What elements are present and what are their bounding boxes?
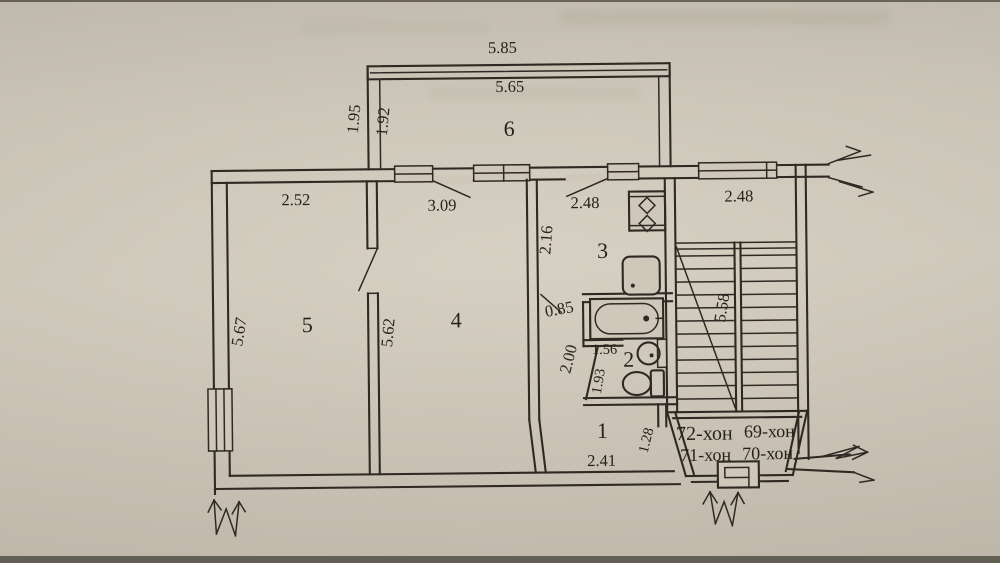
window-icon <box>697 161 778 180</box>
room-number-bathroom: 2 <box>623 347 634 372</box>
stair-diagonal <box>675 246 737 409</box>
watermark-smudge <box>560 10 890 26</box>
apartment-label-72: 72-хон <box>676 423 733 446</box>
wash-basin-icon <box>636 338 668 369</box>
room-number-room5: 5 <box>302 312 313 337</box>
window-icon <box>606 162 640 181</box>
room5-room4-wall <box>357 180 381 476</box>
dim-bath-passage: 0.85 <box>543 297 575 321</box>
break-arrow-icon <box>827 145 874 198</box>
watermark-smudge <box>430 88 640 100</box>
hallway-nook-wall <box>657 403 668 428</box>
toilet-icon <box>621 369 666 398</box>
dim-kitchen-width: 2.48 <box>570 193 599 212</box>
apartment-labels: 72-хон 69-хон 71-хон 70-хон <box>676 421 796 466</box>
page-bottom-edge <box>0 556 1000 563</box>
entry-door-icon <box>716 460 761 489</box>
dim-balcony-inner-depth: 1.92 <box>372 106 394 137</box>
watermark-smudge <box>300 22 490 33</box>
kitchen-sink-icon <box>621 255 661 296</box>
dim-room5-width: 2.52 <box>281 190 310 209</box>
dim-room4-width: 3.09 <box>427 195 456 214</box>
page-top-edge <box>0 0 1000 2</box>
apartment-label-71: 71-хон <box>680 445 732 466</box>
window-icon <box>393 164 434 183</box>
dim-kitchen-depth: 2.16 <box>535 225 556 255</box>
dim-hallway-nook: 1.28 <box>636 426 658 455</box>
room-number-room4: 4 <box>451 307 462 332</box>
dim-stairwell-depth: 5.58 <box>710 292 733 324</box>
dim-hallway-width: 2.41 <box>587 451 616 470</box>
room-number-balcony: 6 <box>504 116 515 141</box>
room-number-kitchen: 3 <box>597 238 608 263</box>
stove-icon <box>627 190 667 233</box>
break-arrow-icon <box>702 490 746 527</box>
dim-room5-depth: 5.67 <box>227 316 250 348</box>
dim-balcony-inner-width: 5.65 <box>495 77 524 96</box>
stairs <box>674 163 810 460</box>
window-icon <box>207 388 234 452</box>
dim-balcony-outer-depth: 1.95 <box>343 104 365 135</box>
room4-hall-wall <box>525 178 547 474</box>
dimension-labels: 5.85 5.65 1.95 1.92 2.52 3.09 2.48 2.48 … <box>227 38 753 470</box>
dim-room4-depth: 5.62 <box>377 317 399 348</box>
dim-balcony-outer-width: 5.85 <box>488 38 517 57</box>
dim-bathroom-depth: 2.00 <box>556 343 582 376</box>
dim-bathtub-length: 1.56 <box>592 342 618 358</box>
room-number-labels: 6 5 4 3 2 1 <box>302 116 635 443</box>
apartment-label-69: 69-хон <box>744 421 796 442</box>
window-icon <box>472 163 531 183</box>
top-door-right <box>565 173 608 198</box>
room-number-hallway: 1 <box>597 418 608 443</box>
stair-flight-divider <box>733 241 738 413</box>
apartment-label-70: 70-хон <box>742 443 794 464</box>
balcony-door <box>431 175 473 199</box>
break-arrow-icon <box>820 444 875 484</box>
bathtub-icon <box>588 297 665 341</box>
dim-wc-depth: 1.93 <box>589 367 609 395</box>
balcony-walls <box>366 62 672 171</box>
dim-stairwell-width: 2.48 <box>724 186 753 205</box>
break-arrow-icon <box>207 498 247 537</box>
